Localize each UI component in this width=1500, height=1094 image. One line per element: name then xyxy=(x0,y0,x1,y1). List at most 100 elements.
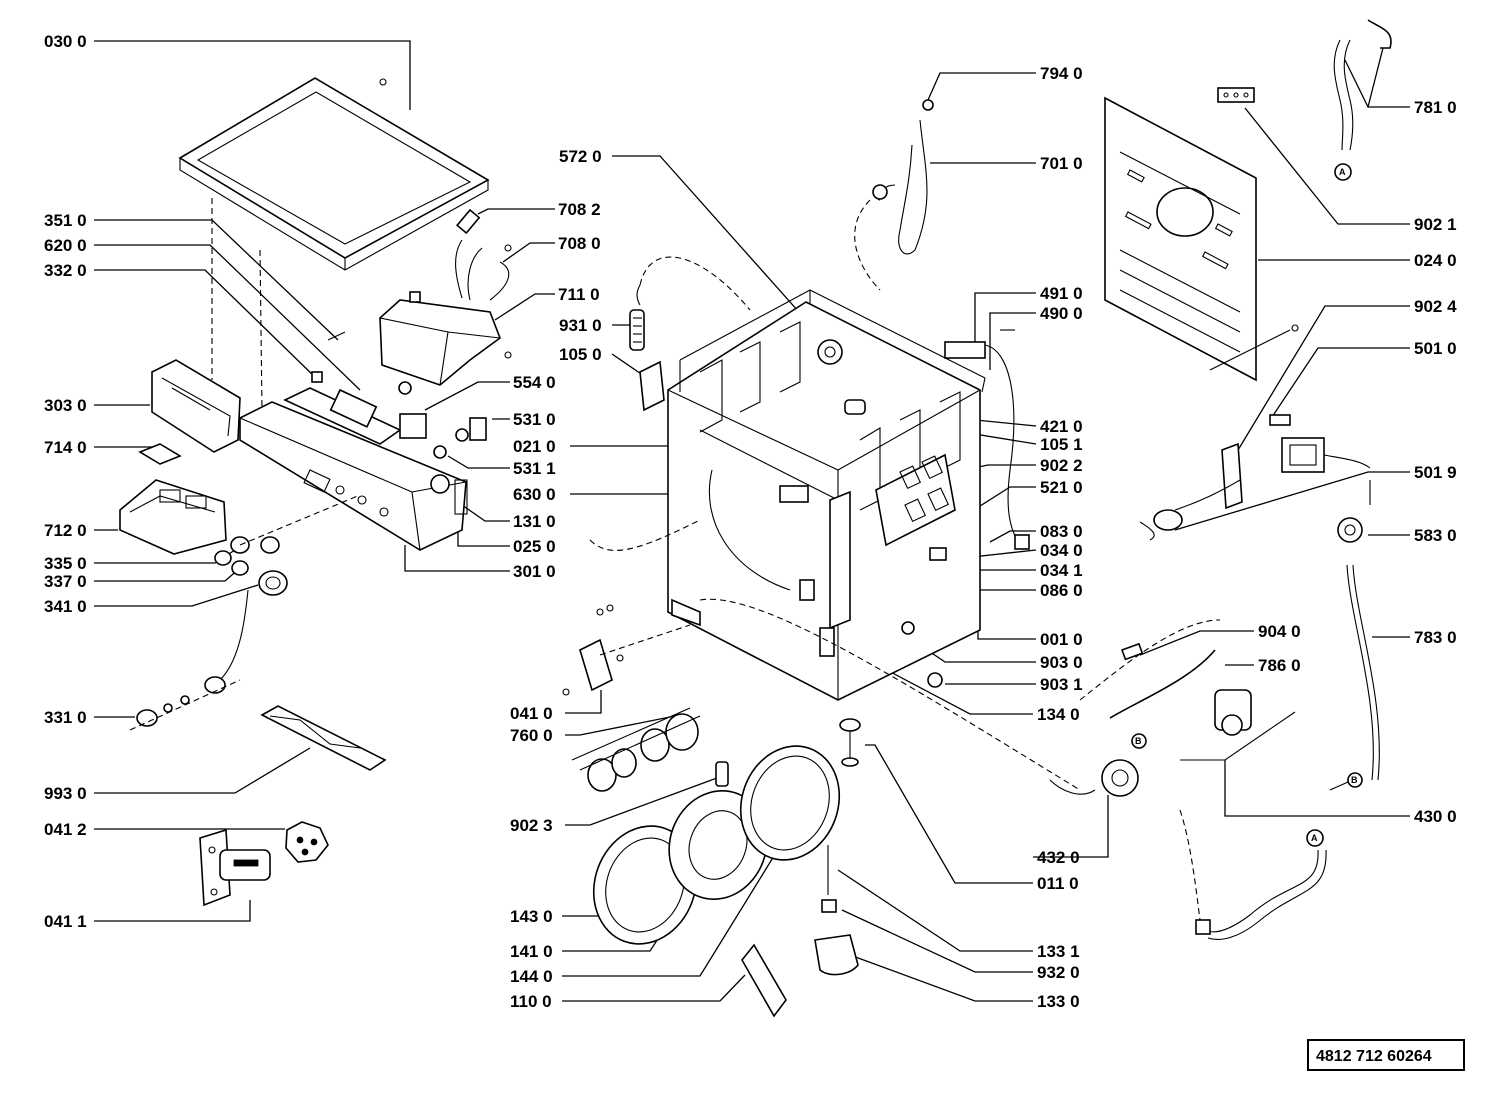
top-lid-part xyxy=(178,77,490,411)
door-hinge-part xyxy=(562,604,691,696)
label-781-0: 781 0 xyxy=(1414,98,1457,117)
label-group-center: 708 2 708 0 711 0 931 0 105 0 554 0 531 … xyxy=(404,147,1080,1011)
pump-housing-part: B xyxy=(1049,733,1201,921)
label-531-1: 531 1 xyxy=(513,459,556,478)
label-303-0: 303 0 xyxy=(44,396,87,415)
label-714-0: 714 0 xyxy=(44,438,87,457)
motor-part xyxy=(1139,414,1371,541)
label-993-0: 993 0 xyxy=(44,784,87,803)
label-335-0: 335 0 xyxy=(44,554,87,573)
label-110-0: 110 0 xyxy=(510,992,552,1011)
suspension-spring-part xyxy=(629,256,751,412)
counterweight-part xyxy=(817,339,866,415)
label-034-0: 034 0 xyxy=(1040,541,1083,560)
label-021-0: 021 0 xyxy=(513,437,556,456)
label-133-0: 133 0 xyxy=(1037,992,1080,1011)
label-903-1: 903 1 xyxy=(1040,675,1083,694)
label-554-0: 554 0 xyxy=(513,373,556,392)
label-430-0: 430 0 xyxy=(1414,807,1457,826)
label-712-0: 712 0 xyxy=(44,521,87,540)
label-902-2: 902 2 xyxy=(1040,456,1083,475)
label-034-1: 034 1 xyxy=(1040,561,1083,580)
label-332-0: 332 0 xyxy=(44,261,87,280)
label-105-0: 105 0 xyxy=(559,345,602,364)
door-lock-part xyxy=(779,485,947,688)
hose-783-part: B xyxy=(1329,564,1380,791)
label-701-0: 701 0 xyxy=(1040,154,1083,173)
door-assembly-part xyxy=(592,745,841,945)
label-903-0: 903 0 xyxy=(1040,653,1083,672)
label-902-3: 902 3 xyxy=(510,816,553,835)
control-panel-part xyxy=(239,401,468,551)
label-041-2: 041 2 xyxy=(44,820,87,839)
label-421-0: 421 0 xyxy=(1040,417,1083,436)
label-902-4: 902 4 xyxy=(1414,297,1457,316)
label-083-0: 083 0 xyxy=(1040,522,1083,541)
callout-a-top: A xyxy=(1339,167,1346,177)
label-786-0: 786 0 xyxy=(1258,656,1301,675)
label-501-9: 501 9 xyxy=(1414,463,1457,482)
drain-hose-781-part: A xyxy=(1333,19,1392,181)
callout-a-bottom: A xyxy=(1311,833,1318,843)
pressure-switch-part xyxy=(398,381,487,459)
label-932-0: 932 0 xyxy=(1037,963,1080,982)
label-531-0: 531 0 xyxy=(513,410,556,429)
reference-number: 4812 712 60264 xyxy=(1316,1048,1432,1065)
label-490-0: 490 0 xyxy=(1040,304,1083,323)
cabinet-frame-part xyxy=(667,289,986,701)
reference-number-box: 4812 712 60264 xyxy=(1307,1039,1465,1071)
back-panel-part xyxy=(1104,96,1299,382)
label-143-0: 143 0 xyxy=(510,907,553,926)
label-794-0: 794 0 xyxy=(1040,64,1083,83)
heater-connector-part xyxy=(944,329,1030,550)
label-572-0: 572 0 xyxy=(559,147,602,166)
label-144-0: 144 0 xyxy=(510,967,553,986)
label-001-0: 001 0 xyxy=(1040,630,1083,649)
inlet-hose-part xyxy=(854,99,934,291)
water-valve-part xyxy=(379,208,512,386)
label-630-0: 630 0 xyxy=(513,485,556,504)
label-041-0: 041 0 xyxy=(510,704,553,723)
label-521-0: 521 0 xyxy=(1040,478,1083,497)
label-133-1: 133 1 xyxy=(1037,942,1080,961)
electronic-board-part xyxy=(283,331,402,445)
label-105-1: 105 1 xyxy=(1040,435,1083,454)
label-131-0: 131 0 xyxy=(513,512,556,531)
label-583-0: 583 0 xyxy=(1414,526,1457,545)
callout-b-right: B xyxy=(1351,775,1358,785)
label-501-0: 501 0 xyxy=(1414,339,1457,358)
harness-dashed-line xyxy=(589,519,1081,791)
thermostat-part xyxy=(1337,480,1371,543)
label-491-0: 491 0 xyxy=(1040,284,1083,303)
callout-b-left: B xyxy=(1135,736,1142,746)
label-141-0: 141 0 xyxy=(510,942,553,961)
knobs-part xyxy=(129,494,361,731)
door-seal-part xyxy=(571,707,701,792)
label-711-0: 711 0 xyxy=(558,285,600,304)
service-cover-part xyxy=(741,943,787,1018)
label-351-0: 351 0 xyxy=(44,211,87,230)
label-904-0: 904 0 xyxy=(1258,622,1301,641)
label-030-0: 030 0 xyxy=(44,32,87,51)
label-931-0: 931 0 xyxy=(559,316,602,335)
label-041-1: 041 1 xyxy=(44,912,87,931)
label-708-2: 708 2 xyxy=(558,200,601,219)
terminal-block-part xyxy=(1217,87,1255,103)
part-714 xyxy=(138,443,182,465)
label-011-0: 011 0 xyxy=(1037,874,1079,893)
label-783-0: 783 0 xyxy=(1414,628,1457,647)
label-group-right: 794 0 701 0 781 0 902 1 024 0 491 0 490 … xyxy=(814,39,1457,867)
label-331-0: 331 0 xyxy=(44,708,87,727)
label-025-0: 025 0 xyxy=(513,537,556,556)
dispenser-drawer-part xyxy=(119,479,227,555)
label-group-left: 030 0 351 0 620 0 332 0 303 0 714 0 712 … xyxy=(44,32,411,931)
label-024-0: 024 0 xyxy=(1414,251,1457,270)
damper-part xyxy=(814,718,861,976)
label-134-0: 134 0 xyxy=(1037,705,1080,724)
hinge-part xyxy=(199,821,329,907)
label-301-0: 301 0 xyxy=(513,562,556,581)
control-board-part xyxy=(875,453,956,547)
label-902-1: 902 1 xyxy=(1414,215,1457,234)
plinth-part xyxy=(260,705,387,771)
